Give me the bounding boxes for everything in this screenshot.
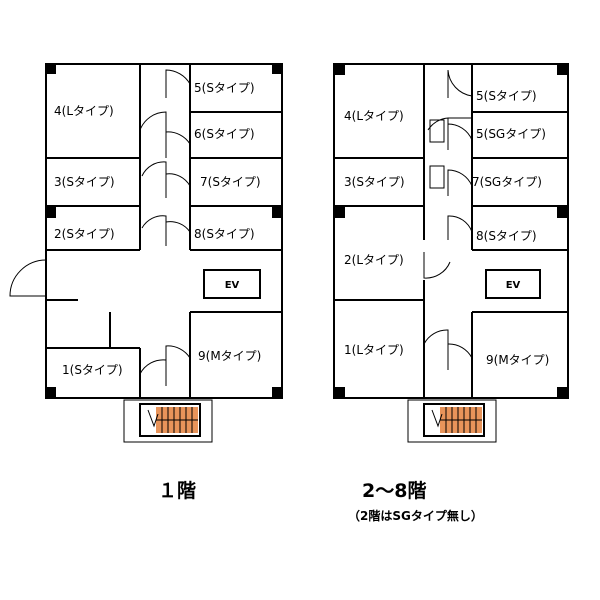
room-label-1: 1(Lタイプ) (344, 343, 404, 357)
room-label-8: 8(Sタイプ) (476, 229, 537, 243)
stair-enclosure (407, 399, 497, 443)
stair-steps (440, 407, 482, 433)
elevator-label: EV (506, 280, 521, 291)
entrance-door-swing (9, 259, 47, 297)
floor-1-column (272, 64, 282, 74)
floor-1-column (272, 387, 282, 398)
door-swing (165, 345, 191, 372)
door-swing (427, 117, 472, 150)
stair-arrow (147, 409, 159, 428)
room-label-3: 3(Sタイプ) (54, 175, 115, 189)
stair-enclosure (123, 399, 213, 443)
stair-arrow (431, 409, 443, 428)
floor-1-outer-wall (45, 63, 283, 399)
door-swing (165, 221, 191, 246)
room-label-9: 9(Mタイプ) (486, 353, 549, 367)
room-label-2: 2(Lタイプ) (344, 253, 404, 267)
floor-2-8-column (557, 64, 568, 75)
door-swing (139, 359, 167, 386)
elevator-box (203, 269, 261, 299)
stair-box (139, 403, 201, 437)
stair-box (423, 403, 485, 437)
room-label-9: 9(Mタイプ) (198, 349, 261, 363)
floor-1-plan: EV 4(Lタイプ) 5(Sタイプ) 6(Sタイプ) 3(Sタイプ) 7(Sタイ… (9, 63, 283, 502)
door-frame (429, 165, 445, 189)
door-swing (447, 69, 473, 98)
floor-1-column (272, 206, 282, 218)
door-swing (423, 252, 451, 279)
room-label-5-sg: 5(SGタイプ) (476, 127, 546, 141)
door-swing (447, 343, 473, 370)
door-swing (165, 69, 191, 98)
room-label-7: 7(Sタイプ) (200, 175, 261, 189)
floor-2-8-plan: EV 4(Lタイプ) 5(Sタイプ) 5(SGタイプ) 3(Sタイプ) 7(SG… (333, 63, 569, 523)
elevator-label: EV (225, 280, 240, 291)
room-label-7-sg: 7(SGタイプ) (472, 175, 542, 189)
stair-steps (156, 407, 198, 433)
floor-2-8-title: 2～8階 (362, 480, 426, 502)
room-label-8: 8(Sタイプ) (194, 227, 255, 241)
room-label-4: 4(Lタイプ) (54, 104, 114, 118)
elevator-box (485, 269, 541, 299)
door-swing (423, 329, 449, 356)
floor-2-8-column (557, 206, 568, 218)
room-label-1: 1(Sタイプ) (62, 363, 123, 377)
door-frame (429, 119, 445, 143)
door-swing (447, 123, 473, 150)
floor-1-column (46, 387, 56, 398)
door-swing (447, 215, 473, 240)
floor-2-8-column (334, 387, 345, 398)
floor-1-column (46, 64, 56, 74)
door-swing (165, 131, 191, 158)
room-label-5: 5(Sタイプ) (194, 81, 255, 95)
room-label-2: 2(Sタイプ) (54, 227, 115, 241)
door-swing (165, 173, 191, 198)
floor-2-8-outer-wall (333, 63, 569, 399)
door-swing (139, 111, 167, 140)
floor-2-8-column (334, 206, 345, 218)
door-swing (141, 161, 167, 186)
room-label-3: 3(Sタイプ) (344, 175, 405, 189)
floor-2-8-note: （2階はSGタイプ無し） (348, 508, 483, 523)
floor-2-8-column (557, 387, 568, 398)
room-label-5: 5(Sタイプ) (476, 89, 537, 103)
door-swing (141, 215, 167, 240)
floor-1-column (46, 206, 56, 218)
door-swing (447, 169, 473, 196)
floor-2-8-column (334, 64, 345, 75)
room-label-6: 6(Sタイプ) (194, 127, 255, 141)
floor-1-title: １階 (158, 480, 196, 502)
room-label-4: 4(Lタイプ) (344, 109, 404, 123)
